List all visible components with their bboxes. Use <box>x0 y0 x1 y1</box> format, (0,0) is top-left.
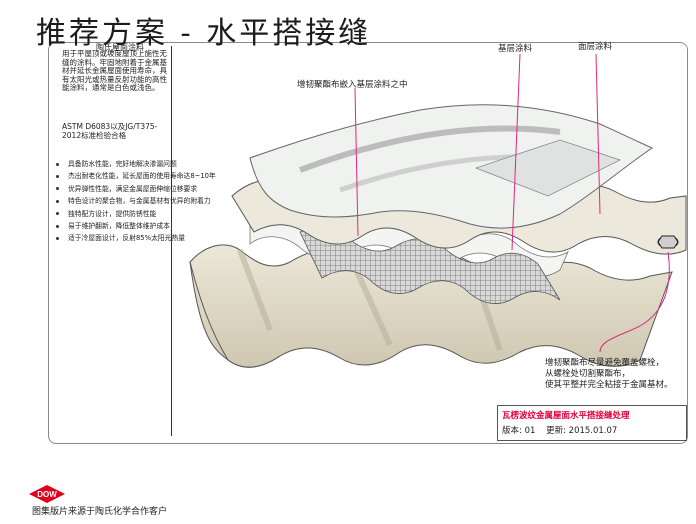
bolt-note-line: 从螺栓处切割聚酯布， <box>545 369 631 379</box>
bolt-icon <box>657 235 679 249</box>
drawing-version: 版本: 01 <box>502 426 536 436</box>
rib-shade <box>237 248 273 332</box>
divider-line <box>171 46 172 436</box>
coating-description: 用于平屋顶或坡度屋顶上施性无缝的涂料。牢固地附着于金属基材并延长金属屋面使用寿命… <box>62 49 167 93</box>
leader-base-coat <box>511 53 521 251</box>
label-fabric-embedded: 增韧聚酯布嵌入基层涂料之中 <box>297 80 408 90</box>
coating-title: 陶氏屋面涂料 <box>96 43 144 52</box>
leader-bolt <box>599 251 670 353</box>
label-top-coat: 面层涂料 <box>578 42 613 52</box>
leader-top-coat <box>595 53 601 215</box>
lower-sheet-edge <box>189 261 281 368</box>
bullet-icon <box>56 224 59 228</box>
slide-title: 推荐方案 - 水平搭接缝 <box>36 16 372 51</box>
bolt-note-line: 增韧聚酯布尽量避免覆盖螺栓， <box>545 358 665 368</box>
top-coat-edge <box>474 139 622 197</box>
drawing-info-box: 瓦楞波纹金属屋面水平搭接缝处理 版本: 01 更新: 2015.01.07 <box>497 405 687 441</box>
feature-item: 特色设计的聚合物，与金属基材有优异的附着力 <box>56 195 216 207</box>
bullet-icon <box>56 187 59 191</box>
feature-item: 易于维护翻新，降低整体维护成本 <box>56 220 216 232</box>
top-coat-ridge <box>298 125 561 173</box>
feature-item: 杰出耐老化性能，延长屋面的使用寿命达8~10年 <box>56 170 216 182</box>
feature-item: 独特配方设计，提供防锈性能 <box>56 208 216 220</box>
feature-item: 优异弹性性能，满足金属屋面伸缩位移要求 <box>56 183 216 195</box>
bullet-icon <box>56 212 59 216</box>
top-coat-layer <box>249 104 654 229</box>
label-base-coat: 基层涂料 <box>498 44 533 54</box>
leader-fabric <box>354 87 359 237</box>
leader-lines <box>354 53 670 353</box>
feature-item: 具备防水性能，完好地解决渗漏问题 <box>56 158 216 170</box>
bullet-icon <box>56 236 59 240</box>
bullet-icon <box>56 162 59 166</box>
dow-logo-text: DOW <box>37 490 57 499</box>
dow-logo-icon: DOW <box>29 485 65 503</box>
drawing-title: 瓦楞波纹金属屋面水平搭接缝处理 <box>502 411 630 421</box>
drawing-updated: 更新: 2015.01.07 <box>546 426 618 436</box>
bullet-icon <box>56 199 59 203</box>
image-credit: 图集版片来源于陶氏化学合作客户 <box>32 507 168 517</box>
feature-list: 具备防水性能，完好地解决渗漏问题 杰出耐老化性能，延长屋面的使用寿命达8~10年… <box>56 158 216 245</box>
drawing-meta: 版本: 01 更新: 2015.01.07 <box>502 424 625 436</box>
polyester-mesh-fabric <box>299 228 561 304</box>
bullet-icon <box>56 174 59 178</box>
coating-standard: ASTM D6083以及JG/T375-2012标准检验合格 <box>62 122 158 140</box>
bolt-note-line: 使其平整并完全粘接于金属基材。 <box>545 380 673 390</box>
feature-item: 适于冷屋面设计，反射85%太阳光热量 <box>56 232 216 244</box>
bolt-note: 增韧聚酯布尽量避免覆盖螺栓， 从螺栓处切割聚酯布， 使其平整并完全粘接于金属基材… <box>545 358 673 391</box>
